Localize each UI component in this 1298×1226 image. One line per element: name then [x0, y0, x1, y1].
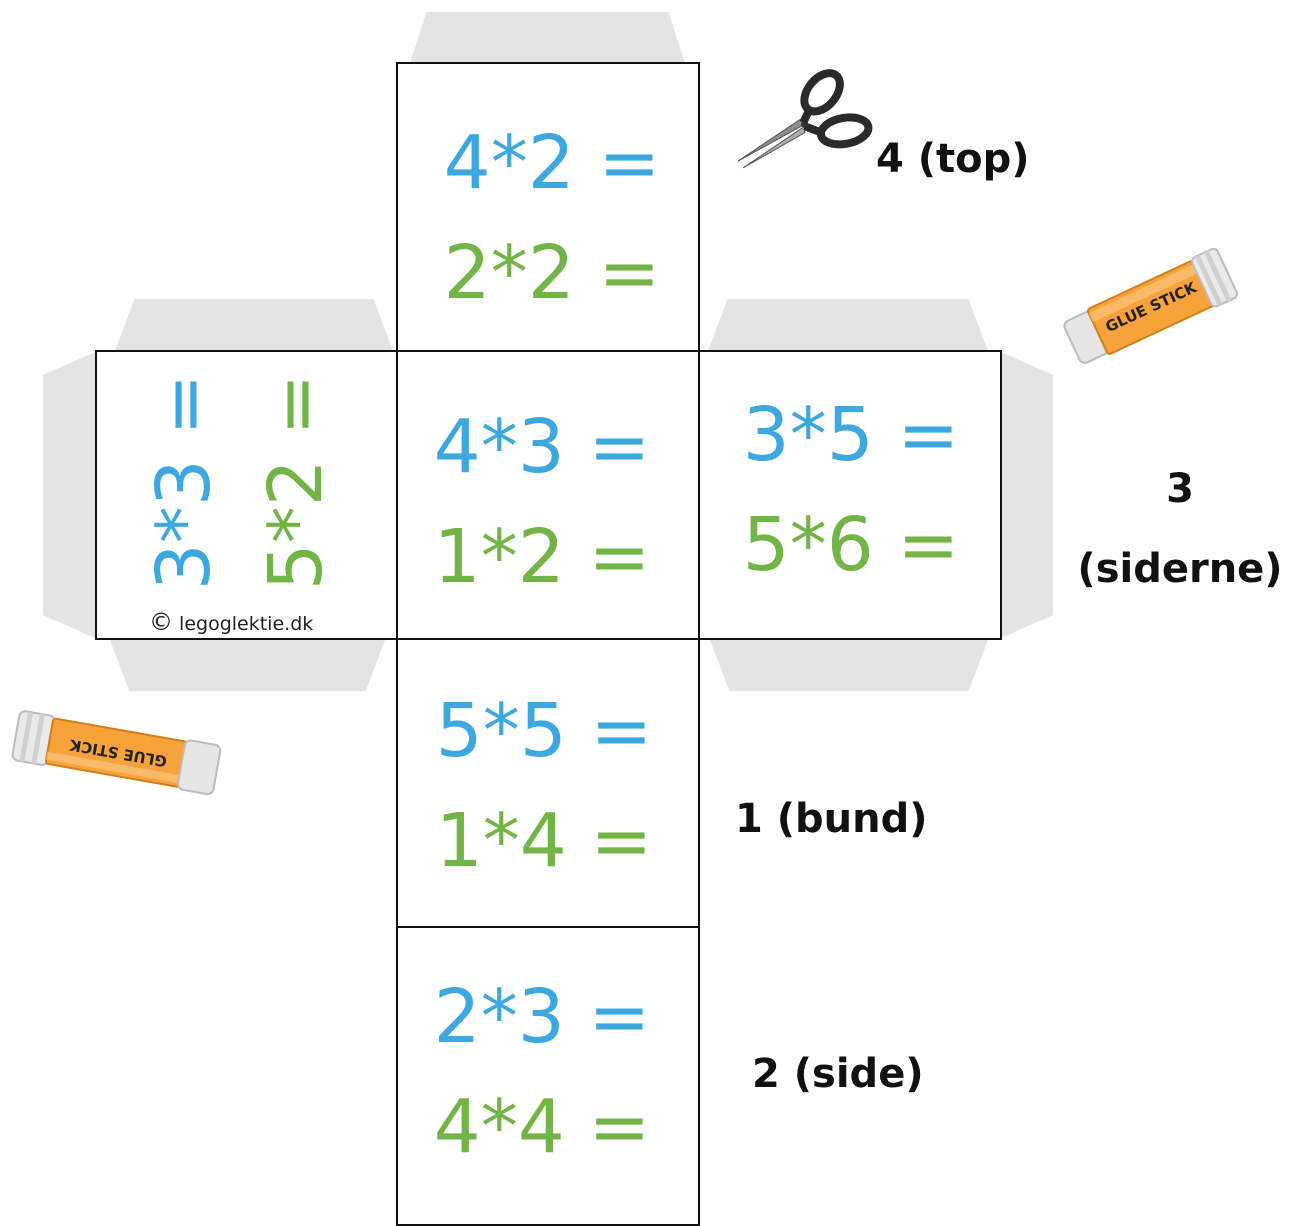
equation-blue: 3*5 =	[742, 392, 960, 478]
equation-green: 1*2 =	[433, 514, 651, 600]
label-top: 4 (top)	[876, 136, 1030, 182]
equation-blue: 5*5 =	[435, 688, 653, 774]
glue-stick-icon: GLUE STICK	[1063, 247, 1238, 364]
label-bund: 1 (bund)	[735, 796, 928, 842]
equation-green: 1*4 =	[435, 798, 653, 884]
glue-stick-icon: GLUE STICK	[11, 710, 222, 796]
flap-left-top	[115, 299, 393, 351]
face-below: 5*5 = 1*4 =	[396, 638, 700, 928]
scissors-icon	[737, 69, 873, 169]
label-side: 2 (side)	[752, 1051, 924, 1097]
copyright-icon: ©	[149, 608, 173, 636]
equation-green: 5*6 =	[742, 502, 960, 588]
flap-right-top	[708, 299, 988, 351]
face-left: 3*3 = 5*2 = © legoglektie.dk	[95, 350, 398, 640]
flap-top	[410, 12, 685, 63]
flap-left-side	[43, 352, 95, 638]
copyright-notice: © legoglektie.dk	[149, 608, 313, 636]
equation-green: 4*4 =	[433, 1084, 651, 1170]
copyright-text: legoglektie.dk	[179, 613, 314, 635]
equation-green: 5*2 =	[253, 373, 339, 591]
label-sides-number: 3	[1166, 466, 1194, 512]
flap-right-bottom	[710, 640, 988, 691]
equation-green: 2*2 =	[443, 230, 661, 316]
label-sides-text: (siderne)	[1077, 546, 1283, 592]
equation-blue: 4*3 =	[433, 404, 651, 490]
equation-blue: 3*3 =	[141, 373, 227, 591]
flap-right-side	[1001, 352, 1053, 638]
face-center: 4*3 = 1*2 =	[396, 350, 700, 640]
face-top: 4*2 = 2*2 =	[396, 62, 700, 354]
equation-blue: 2*3 =	[433, 974, 651, 1060]
face-right: 3*5 = 5*6 =	[698, 350, 1002, 640]
flap-left-bottom	[110, 640, 385, 691]
face-bottom: 2*3 = 4*4 =	[396, 926, 700, 1226]
equation-blue: 4*2 =	[443, 120, 661, 206]
